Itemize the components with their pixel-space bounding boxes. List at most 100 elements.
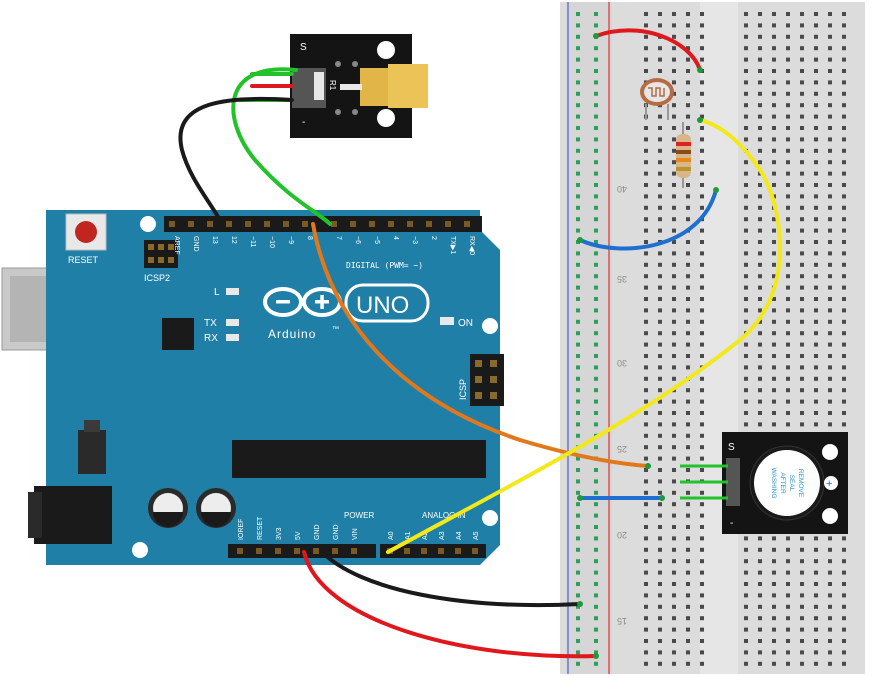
breadboard-hole <box>828 34 832 39</box>
breadboard-hole <box>772 365 776 370</box>
breadboard-hole <box>772 604 776 609</box>
header-pin <box>421 548 427 554</box>
power-label: POWER <box>344 511 374 520</box>
breadboard-hole <box>842 103 846 108</box>
breadboard-hole <box>758 422 762 427</box>
breadboard-hole <box>658 399 662 404</box>
breadboard-hole <box>814 91 818 96</box>
breadboard-hole <box>644 365 648 370</box>
breadboard-hole <box>672 69 676 73</box>
breadboard-hole <box>644 251 648 256</box>
rail-hole <box>594 627 598 632</box>
breadboard-hole <box>700 513 704 518</box>
breadboard-hole <box>658 547 662 552</box>
digital-header <box>164 216 482 232</box>
power-header <box>228 544 376 558</box>
buzzer-module: + REMOVE SEAL AFTER WASHING S - <box>680 432 848 534</box>
breadboard-hole <box>842 536 846 541</box>
rail-hole <box>576 639 580 643</box>
breadboard-hole <box>772 639 776 643</box>
breadboard-hole <box>842 194 846 199</box>
breadboard-hole <box>672 490 676 495</box>
breadboard-hole <box>644 205 648 210</box>
buzzer-sticker-text: REMOVE SEAL AFTER WASHING <box>770 468 804 499</box>
breadboard-hole <box>842 126 846 130</box>
breadboard-hole <box>658 388 662 393</box>
breadboard-hole <box>658 582 662 586</box>
rail-hole <box>576 228 580 233</box>
breadboard-hole <box>686 297 690 301</box>
breadboard-hole <box>842 376 846 381</box>
solder-pad <box>335 109 341 115</box>
breadboard-hole <box>800 114 804 119</box>
breadboard-hole <box>842 365 846 370</box>
breadboard-hole <box>786 365 790 370</box>
rail-hole <box>594 308 598 313</box>
rail-hole <box>576 490 580 495</box>
breadboard-hole <box>800 422 804 427</box>
breadboard-hole <box>700 650 704 655</box>
breadboard-hole <box>744 91 748 96</box>
breadboard-hole <box>644 274 648 279</box>
breadboard-hole <box>814 342 818 347</box>
rail-hole <box>576 616 580 621</box>
breadboard-hole <box>700 536 704 541</box>
breadboard-hole <box>814 46 818 51</box>
mounting-hole <box>140 216 156 232</box>
breadboard-hole <box>744 582 748 586</box>
breadboard-hole <box>842 262 846 267</box>
rail-hole <box>576 69 580 73</box>
breadboard-hole <box>828 604 832 609</box>
rail-hole <box>576 194 580 199</box>
breadboard-hole <box>800 604 804 609</box>
row-number: 15 <box>617 616 627 626</box>
breadboard-hole <box>644 627 648 632</box>
breadboard-hole <box>772 376 776 381</box>
breadboard-hole <box>814 399 818 404</box>
breadboard-hole <box>686 12 690 16</box>
rail-hole <box>594 513 598 518</box>
breadboard-hole <box>814 57 818 62</box>
reset-button-cap[interactable] <box>75 221 97 243</box>
breadboard-hole <box>644 388 648 393</box>
breadboard-hole <box>658 274 662 279</box>
breadboard-hole <box>672 114 676 119</box>
breadboard-hole <box>686 23 690 28</box>
header-pin <box>369 221 375 227</box>
row-numbers: 40 35 30 25 20 15 <box>617 184 627 626</box>
rail-hole <box>594 274 598 279</box>
rail-hole <box>576 456 580 461</box>
breadboard-hole <box>828 262 832 267</box>
photoresistor <box>640 78 674 120</box>
breadboard-hole <box>786 217 790 222</box>
rail-hole <box>576 80 580 85</box>
breadboard-hole <box>672 319 676 324</box>
breadboard-hole <box>700 12 704 16</box>
breadboard-hole <box>786 274 790 279</box>
breadboard-hole <box>758 103 762 108</box>
digital-pin-label: 7 <box>335 236 342 240</box>
breadboard-hole <box>644 422 648 427</box>
breadboard-hole <box>658 183 662 187</box>
breadboard-hole <box>744 365 748 370</box>
breadboard-hole <box>758 34 762 39</box>
header-pin <box>275 548 281 554</box>
breadboard-hole <box>672 445 676 450</box>
breadboard-hole <box>786 103 790 108</box>
breadboard-hole <box>800 46 804 51</box>
breadboard-hole <box>800 137 804 142</box>
rail-hole <box>576 559 580 564</box>
breadboard-hole <box>700 639 704 643</box>
breadboard-hole <box>644 456 648 461</box>
rail-hole <box>594 183 598 187</box>
breadboard-hole <box>800 34 804 39</box>
breadboard-hole <box>758 650 762 655</box>
header-pin <box>464 221 470 227</box>
breadboard-hole <box>786 582 790 586</box>
header-pin <box>188 221 194 227</box>
breadboard-hole <box>672 411 676 415</box>
breadboard-hole <box>800 23 804 28</box>
breadboard-hole <box>828 23 832 28</box>
breadboard-hole <box>658 570 662 575</box>
breadboard: 40 35 30 25 20 15 <box>560 2 865 674</box>
